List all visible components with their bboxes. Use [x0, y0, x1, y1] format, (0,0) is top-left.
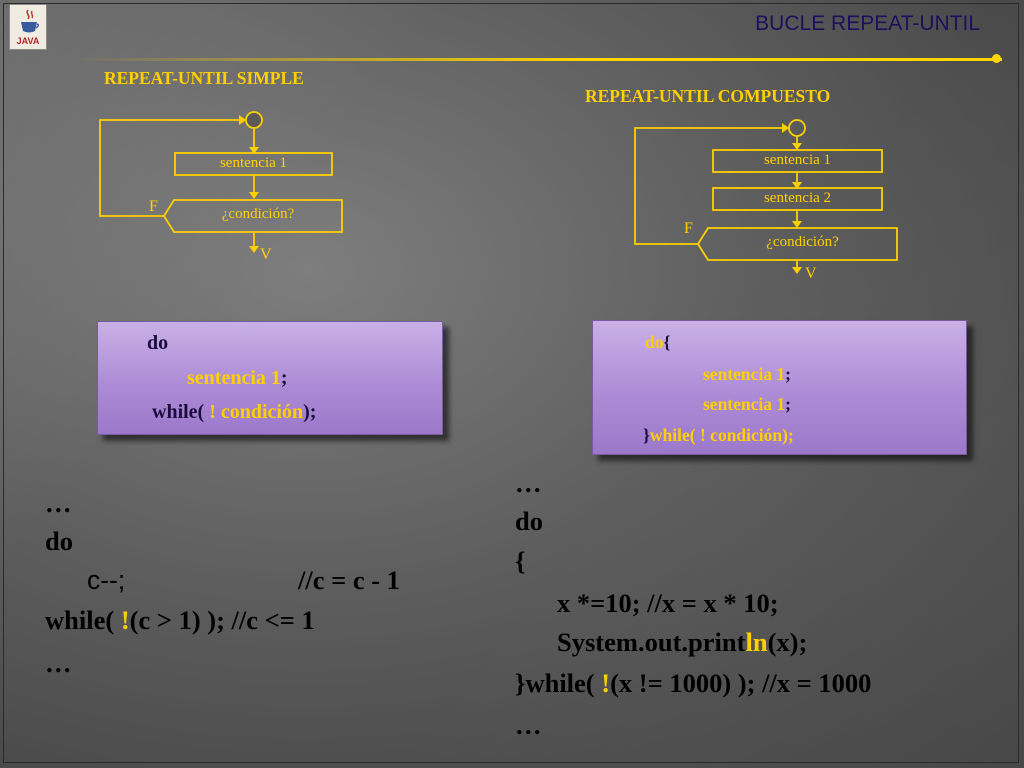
page-title: BUCLE REPEAT-UNTIL	[755, 12, 980, 35]
code-compound-ellipsis-end: …	[515, 710, 542, 740]
flowchart-compound-loop-line	[634, 127, 783, 245]
code-box-simple: do sentencia 1; while( ! condición);	[97, 321, 443, 435]
code-simple-ellipsis-start: …	[45, 488, 72, 518]
code-compound-println-ln: ln	[745, 627, 768, 657]
code-box-compound: do{ sentencia 1; sentencia 1; }while( ! …	[592, 320, 967, 455]
flowchart-simple-condition-label: ¿condición?	[221, 206, 295, 222]
flowchart-compound-false-label: F	[684, 220, 693, 237]
code-compound-do: do	[515, 506, 543, 536]
flowchart-compound-start-node	[788, 119, 806, 137]
code-compound-while-keyword: }while(	[515, 668, 602, 698]
java-logo: JAVA	[9, 4, 47, 50]
code-simple-condition: (c > 1) ); //c <= 1	[129, 605, 315, 635]
code-simple-comment: //c = c - 1	[298, 565, 400, 595]
code-box-compound-line-4: }while( ! condición);	[643, 425, 794, 446]
code-box-compound-condition: ! condición);	[695, 425, 794, 445]
flowchart-simple	[99, 111, 343, 253]
title-rule	[72, 58, 1002, 61]
code-box-simple-semicolon: ;	[280, 367, 288, 389]
code-box-simple-line-2: sentencia 1;	[187, 367, 288, 390]
code-box-compound-statement-1: sentencia 1	[703, 364, 786, 384]
title-rule-dot	[992, 54, 1001, 63]
code-box-simple-condition: ! condición	[204, 401, 304, 423]
flowchart-compound-condition-label: ¿condición?	[766, 234, 839, 250]
code-simple-not-operator: !	[120, 605, 130, 635]
flowchart-simple-title: REPEAT-UNTIL SIMPLE	[104, 68, 304, 88]
code-simple-statement: c--;	[87, 565, 126, 595]
code-compound-condition: (x != 1000) ); //x = 1000	[610, 668, 872, 698]
code-simple-while-line: while( !(c > 1) ); //c <= 1	[45, 605, 315, 636]
code-compound-open-brace: {	[515, 546, 526, 576]
coffee-cup-icon	[21, 9, 39, 33]
code-box-simple-close: );	[303, 401, 317, 423]
flowchart-simple-loop-line	[99, 119, 240, 217]
code-compound-ellipsis-start: …	[515, 468, 542, 498]
logo-text: JAVA	[16, 36, 40, 46]
code-compound-not-operator: !	[601, 668, 611, 698]
flowchart-simple-statement-label: sentencia 1	[219, 155, 288, 171]
code-box-compound-statement-2: sentencia 1	[703, 394, 786, 414]
code-box-compound-line-1: do{	[645, 332, 670, 353]
code-box-compound-line-3: sentencia 1;	[703, 394, 791, 415]
code-compound-println-args: (x);	[767, 627, 808, 657]
flowchart-compound-condition-box	[696, 227, 898, 261]
code-box-compound-close-brace: }	[643, 425, 650, 445]
flowchart-compound-statement-1-label: sentencia 1	[763, 152, 832, 168]
code-box-compound-semicolon-2: ;	[785, 394, 791, 414]
flowchart-simple-condition-box	[162, 199, 343, 233]
code-simple-do: do	[45, 526, 73, 556]
code-compound-println-line: System.out.println(x);	[557, 627, 807, 658]
code-box-simple-while-keyword: while(	[152, 401, 205, 423]
code-compound-while-line: }while( !(x != 1000) ); //x = 1000	[515, 668, 871, 699]
code-box-simple-statement: sentencia 1	[187, 367, 281, 389]
flowchart-compound	[634, 119, 898, 274]
code-compound-println-prefix: System.out.print	[557, 627, 746, 657]
flowchart-compound-true-label: V	[805, 265, 817, 282]
flowchart-simple-true-label: V	[260, 246, 272, 263]
code-box-compound-open-brace: {	[663, 332, 671, 352]
slide-frame	[3, 3, 1019, 763]
code-box-simple-line-1: do	[147, 332, 169, 354]
flowchart-simple-false-label: F	[149, 198, 158, 215]
code-simple-while-keyword: while(	[45, 605, 121, 635]
code-simple-ellipsis-end: …	[45, 648, 72, 678]
code-box-simple-line-3: while( ! condición);	[152, 401, 316, 424]
code-box-compound-while-keyword: while(	[649, 425, 696, 445]
code-box-compound-semicolon-1: ;	[785, 364, 791, 384]
code-compound-assignment: x *=10; //x = x * 10;	[557, 588, 779, 618]
flowchart-compound-title: REPEAT-UNTIL COMPUESTO	[585, 86, 831, 106]
code-box-compound-line-2: sentencia 1;	[703, 364, 791, 385]
flowchart-compound-statement-2-label: sentencia 2	[763, 190, 832, 206]
code-box-compound-do-keyword: do	[645, 332, 664, 352]
